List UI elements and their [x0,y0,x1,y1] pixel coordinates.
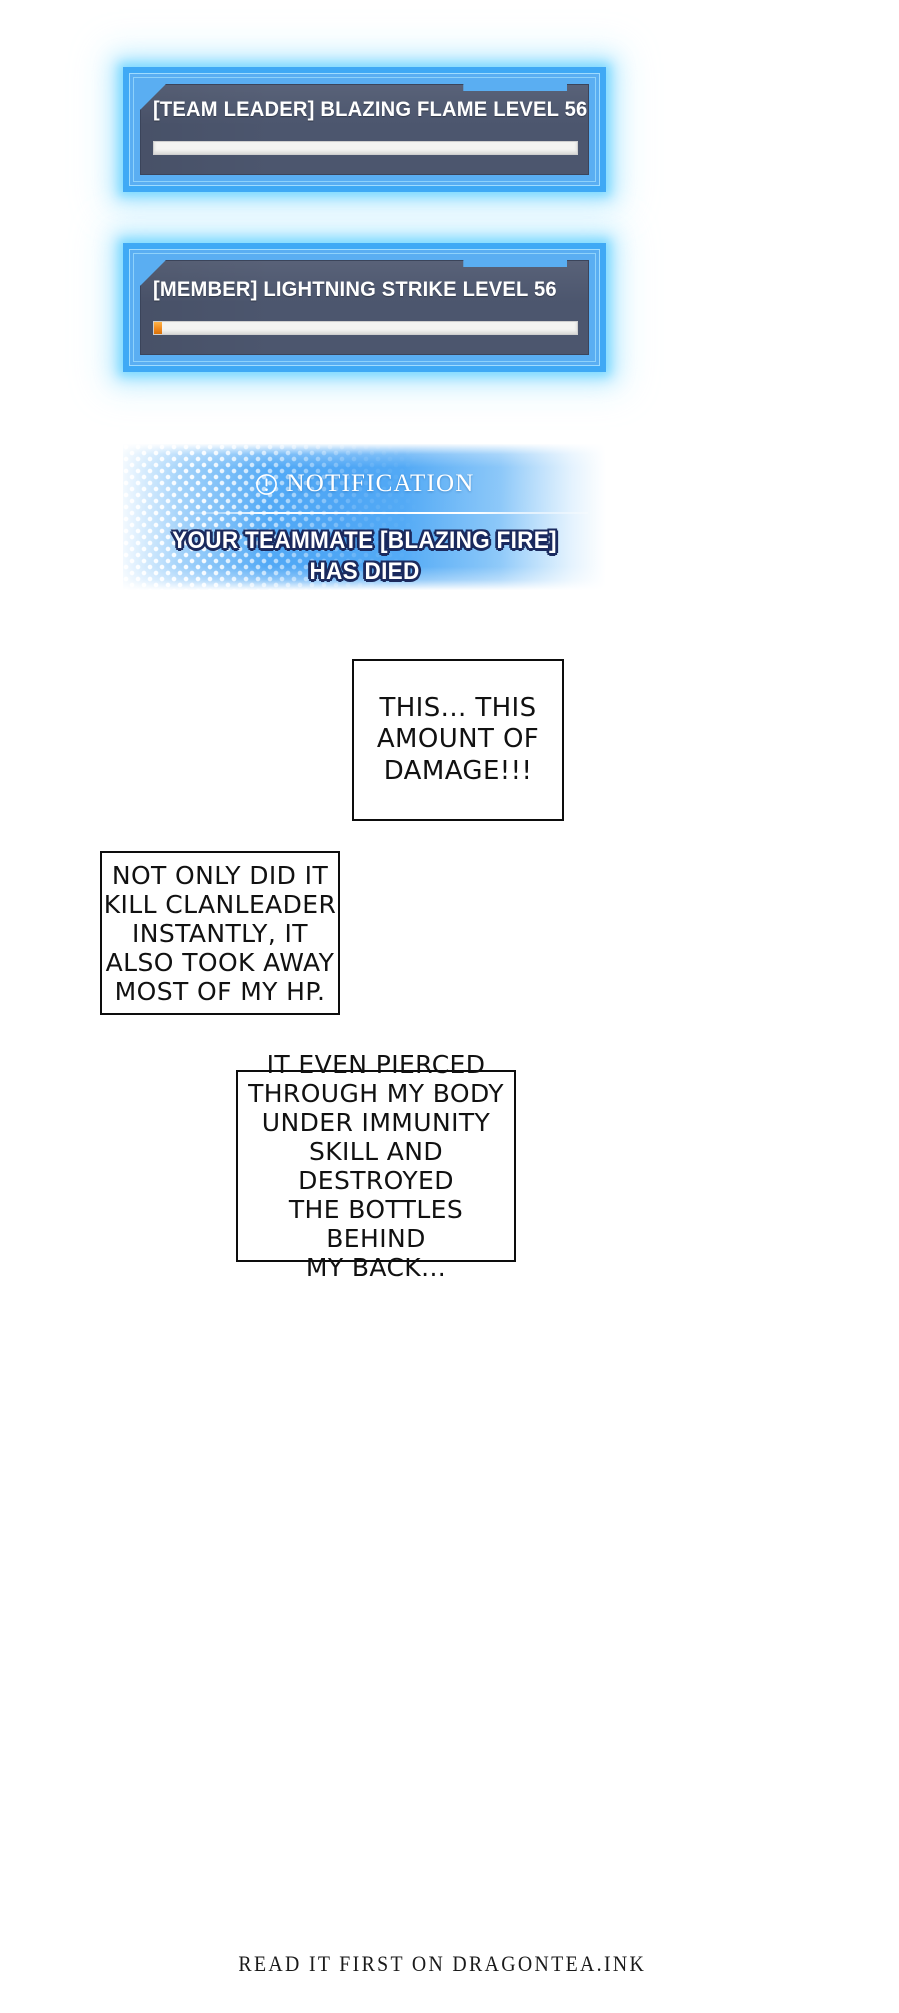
hud-panel-body [140,84,589,175]
notification-body: YOUR TEAMMATE [BLAZING FIRE] HAS DIED [137,526,591,587]
hp-bar-fill [154,322,163,334]
notification-title: NOTIFICATION [286,470,475,497]
notification-banner: NOTIFICATION YOUR TEAMMATE [BLAZING FIRE… [123,444,606,590]
notification-line-1: YOUR TEAMMATE [BLAZING FIRE] [172,527,557,554]
notification-line-2: HAS DIED [309,557,420,585]
hp-bar-track [153,141,578,155]
hud-inner-rim-secondary [133,77,596,182]
hud-status-panel-team-leader: [TEAM LEADER] BLAZING FLAME LEVEL 56 [123,67,606,192]
hud-player-name-label: [TEAM LEADER] BLAZING FLAME LEVEL 56 [153,98,588,121]
hud-inner-rim-secondary [133,253,596,362]
hud-panel-body [140,260,589,355]
speech-bubble-killed-clanleader: NOT ONLY DID IT KILL CLANLEADER INSTANTL… [100,851,340,1015]
speech-bubble-text: NOT ONLY DID IT KILL CLANLEADER INSTANTL… [103,860,337,1006]
footer-watermark: READ IT FIRST ON DRAGONTEA.INK [238,1951,647,1976]
hud-status-panel-member: [MEMBER] LIGHTNING STRIKE LEVEL 56 [123,243,606,372]
speech-bubble-text: THIS... THIS AMOUNT OF DAMAGE!!! [376,693,540,786]
speech-bubble-text: IT EVEN PIERCED THROUGH MY BODY UNDER IM… [248,1050,504,1282]
notification-header: NOTIFICATION [123,470,606,498]
speech-bubble-damage: THIS... THIS AMOUNT OF DAMAGE!!! [352,659,564,821]
speech-bubble-pierced-body: IT EVEN PIERCED THROUGH MY BODY UNDER IM… [236,1050,516,1282]
hud-player-name-label: [MEMBER] LIGHTNING STRIKE LEVEL 56 [153,278,557,301]
hp-bar-track [153,321,578,335]
exclamation-circle-icon [255,473,277,495]
notification-divider [187,512,588,514]
